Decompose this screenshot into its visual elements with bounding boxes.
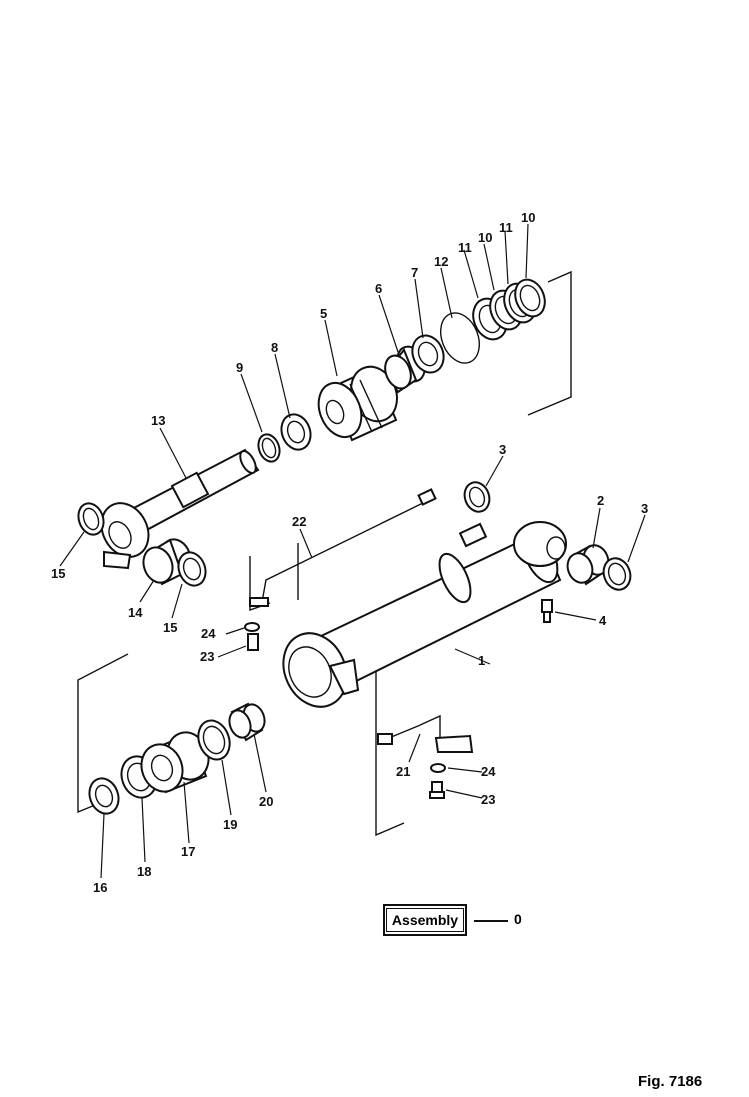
part-label-3-right: 3: [641, 501, 648, 516]
dust-seal-15-right: [177, 551, 207, 587]
part-label-11-b: 11: [499, 220, 513, 235]
dust-seal-15-left: [77, 502, 105, 536]
part-label-3-top: 3: [499, 442, 506, 457]
part-label-16: 16: [93, 880, 107, 895]
bolt-23-lower: [429, 781, 445, 799]
seal-10-b: [514, 278, 546, 318]
part-label-24-upper: 24: [201, 626, 216, 641]
bolt-23-upper: [247, 633, 259, 651]
ring-9: [257, 433, 281, 463]
o-ring-12: [439, 312, 481, 364]
piston-5: [317, 365, 398, 442]
part-label-19: 19: [223, 817, 237, 832]
part-label-2: 2: [597, 493, 604, 508]
assembly-label: Assembly: [385, 908, 465, 932]
part-label-21: 21: [396, 764, 410, 779]
lower-left-bracket-line: [77, 653, 129, 814]
part-label-14: 14: [128, 605, 143, 620]
dust-seal-3-top: [463, 481, 491, 513]
snap-ring-19: [197, 719, 231, 761]
cylinder-tube: [282, 521, 567, 708]
bushing-2: [566, 544, 610, 586]
part-label-8: 8: [271, 340, 278, 355]
nut-8: [280, 413, 312, 451]
part-label-7: 7: [411, 265, 418, 280]
part-label-22: 22: [292, 514, 306, 529]
bushing-20: [228, 702, 266, 742]
figure-label: Fig. 7186: [638, 1073, 703, 1090]
part-label-5: 5: [320, 306, 327, 321]
upper-bracket-line: [527, 270, 572, 416]
part-label-20: 20: [259, 794, 273, 809]
assembly-number: 0: [514, 911, 522, 927]
cylinder-head-17: [140, 731, 210, 794]
part-label-6: 6: [375, 281, 382, 296]
part-label-17: 17: [181, 844, 195, 859]
pipe-22: [249, 488, 437, 607]
grease-fitting-4: [541, 599, 553, 623]
piston-rod: [100, 448, 260, 570]
washer-24-upper: [244, 622, 260, 632]
leader-lines: [59, 223, 646, 879]
part-label-11-a: 11: [458, 240, 472, 255]
assembly-leader-line: [474, 920, 508, 922]
part-label-10-b: 10: [521, 210, 535, 225]
dust-seal-16: [88, 777, 120, 816]
part-label-4: 4: [599, 613, 607, 628]
dust-seal-3-right: [602, 557, 632, 591]
part-label-1: 1: [478, 653, 485, 668]
assembly-box: Assembly: [383, 904, 467, 936]
part-label-24-lower: 24: [481, 764, 496, 779]
piston-ring-7: [411, 334, 445, 374]
pipe-21: [377, 714, 474, 753]
washer-24-lower: [430, 763, 446, 773]
part-label-18: 18: [137, 864, 151, 879]
part-label-13: 13: [151, 413, 165, 428]
part-label-23-lower: 23: [481, 792, 495, 807]
part-label-12: 12: [434, 254, 448, 269]
part-label-23-upper: 23: [200, 649, 214, 664]
part-label-15-right: 15: [163, 620, 177, 635]
part-label-10-a: 10: [478, 230, 492, 245]
part-label-9: 9: [236, 360, 243, 375]
part-label-15-left: 15: [51, 566, 65, 581]
bracket-line-3: [375, 660, 405, 837]
